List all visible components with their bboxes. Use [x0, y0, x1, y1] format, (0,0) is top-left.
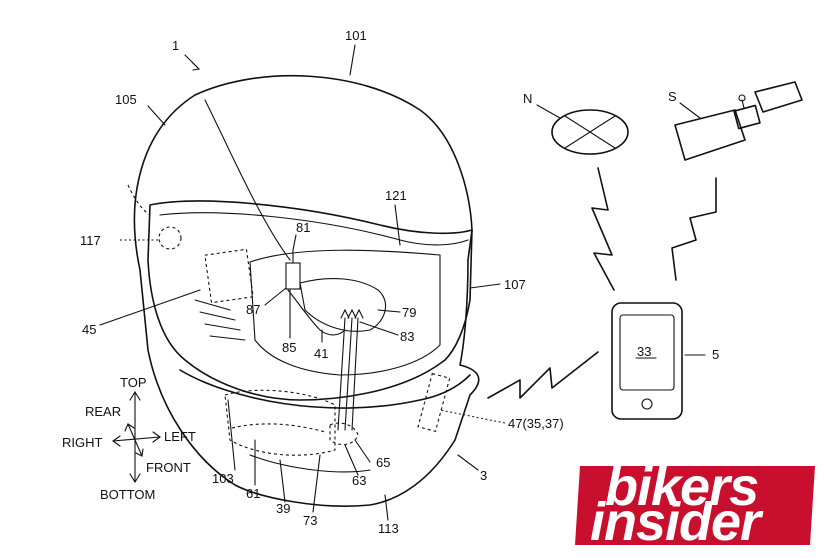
label-117: 117 — [80, 233, 101, 248]
label-3: 3 — [480, 468, 487, 483]
label-N: N — [523, 91, 532, 106]
label-33: 33 — [637, 344, 651, 359]
bikers-insider-logo: bikers insider — [575, 457, 815, 552]
label-45: 45 — [82, 322, 96, 337]
display-79 — [299, 278, 387, 332]
label-S: S — [668, 89, 677, 104]
dir-bottom: BOTTOM — [100, 487, 155, 502]
label-65: 65 — [376, 455, 390, 470]
label-87: 87 — [246, 302, 260, 317]
visor — [147, 200, 473, 401]
signal-helmet-phone — [487, 351, 599, 399]
label-41: 41 — [314, 346, 328, 361]
dir-rear: REAR — [85, 404, 121, 419]
battery-47 — [417, 372, 451, 433]
mic-63 — [329, 422, 359, 446]
wireless-signals — [487, 167, 717, 399]
chin-bar — [179, 369, 471, 409]
label-121: 121 — [385, 188, 407, 203]
direction-labels: TOP REAR RIGHT LEFT FRONT BOTTOM — [62, 375, 196, 502]
label-113: 113 — [378, 521, 399, 536]
logo-line1: bikers — [605, 457, 758, 517]
chin-unit-61 — [224, 389, 336, 456]
helmet-shell — [133, 74, 480, 507]
dir-top: TOP — [120, 375, 147, 390]
solar-panel-left — [674, 109, 746, 161]
neck-opening — [249, 454, 371, 473]
dir-left: LEFT — [164, 429, 196, 444]
label-105: 105 — [115, 92, 137, 107]
label-79: 79 — [402, 305, 416, 320]
sensor-117 — [158, 226, 182, 250]
label-39: 39 — [276, 501, 290, 516]
label-81: 81 — [296, 220, 310, 235]
helmet — [127, 74, 480, 507]
label-85: 85 — [282, 340, 296, 355]
label-83: 83 — [400, 329, 414, 344]
logo-line2: insider — [590, 492, 764, 552]
beam-83 — [337, 317, 359, 431]
dir-front: FRONT — [146, 460, 191, 475]
solar-panel-right — [754, 81, 803, 113]
label-5: 5 — [712, 347, 719, 362]
eye-port — [249, 249, 441, 376]
module-45 — [204, 248, 254, 304]
satellite — [674, 81, 803, 161]
bracket-81 — [285, 262, 301, 290]
label-61: 61 — [246, 486, 260, 501]
nav-base-station — [536, 104, 629, 155]
logo-badge — [575, 466, 815, 545]
leaders — [99, 44, 706, 521]
reflection-lines — [194, 299, 246, 341]
label-63: 63 — [352, 473, 366, 488]
label-101: 101 — [345, 28, 367, 43]
helmet-ridge — [204, 99, 291, 261]
cable-85 — [287, 289, 346, 336]
signal-n-phone — [591, 167, 615, 291]
label-107: 107 — [504, 277, 526, 292]
visor-edge — [159, 212, 469, 246]
signal-sat-phone — [671, 177, 717, 281]
label-103: 103 — [212, 471, 234, 486]
reference-labels: 1 101 105 117 121 81 107 87 79 45 85 83 … — [80, 28, 719, 536]
label-47: 47(35,37) — [508, 416, 564, 431]
direction-compass — [112, 390, 161, 484]
dir-right: RIGHT — [62, 435, 103, 450]
label-73: 73 — [303, 513, 317, 528]
label-fig: 1 — [172, 38, 179, 53]
rear-seam — [127, 184, 151, 216]
smartphone — [611, 302, 683, 420]
